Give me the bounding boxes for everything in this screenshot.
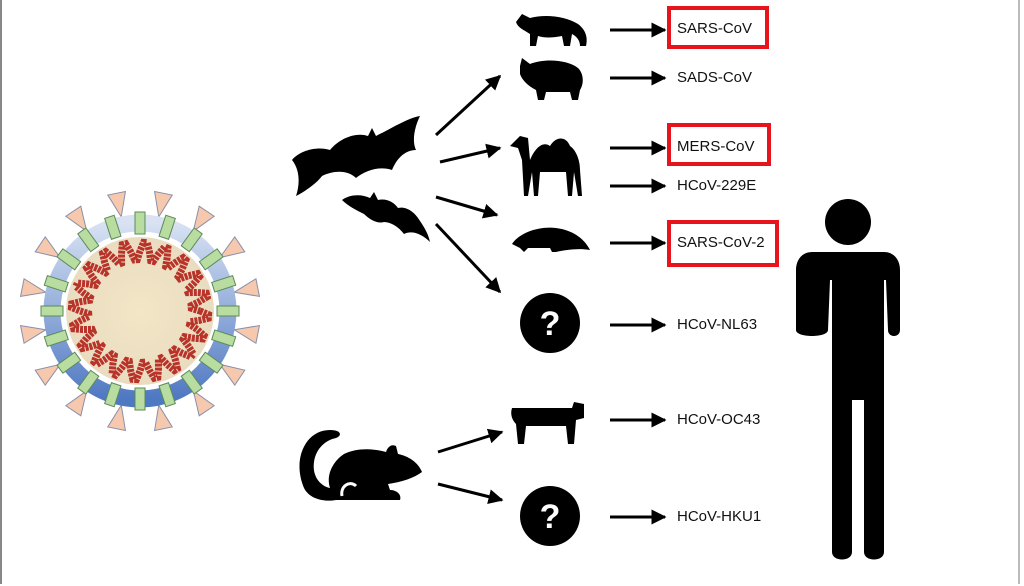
virus-label-sars-cov: SARS-CoV [677, 20, 753, 37]
membrane-protein [216, 305, 240, 317]
membrane-protein [211, 329, 237, 347]
membrane-protein [198, 248, 224, 271]
highlight-box-sars-cov [667, 6, 769, 49]
rna-strand [67, 238, 213, 384]
spike-protein [64, 389, 88, 417]
spike-protein [232, 324, 261, 345]
membrane-protein [198, 351, 224, 374]
question-icon: ? [520, 293, 580, 353]
membrane-protein [134, 211, 146, 235]
membrane-protein [158, 382, 176, 408]
virus-label-sads-cov: SADS-CoV [677, 69, 753, 86]
spike-protein [34, 363, 62, 387]
human-icon [796, 199, 900, 560]
bat-icon [292, 116, 420, 196]
spike-protein [218, 363, 246, 387]
membrane-protein [56, 351, 82, 374]
virus-label-hcov-nl63: HCoV-NL63 [677, 316, 758, 333]
membrane-protein [56, 248, 82, 271]
virus-label-sars-cov-2: SARS-CoV-2 [677, 234, 765, 251]
reservoir-arrows [434, 74, 504, 505]
membrane-protein [43, 275, 69, 293]
membrane-protein [104, 214, 122, 240]
membrane-protein [134, 387, 146, 411]
membrane-protein [77, 369, 100, 395]
virus-label-hcov-hku1: HCoV-HKU1 [677, 508, 762, 525]
spike-protein [192, 389, 216, 417]
membrane-protein [43, 329, 69, 347]
spike-protein [19, 324, 48, 345]
membrane-protein [211, 275, 237, 293]
spike-protein [153, 403, 174, 432]
membrane-protein [180, 227, 203, 253]
cow-icon [511, 402, 584, 444]
virus-label-mers-cov: MERS-CoV [677, 138, 755, 155]
membrane-protein [77, 227, 100, 253]
membrane-protein [104, 382, 122, 408]
membrane-protein [158, 214, 176, 240]
highlight-box-sars-cov-2 [667, 220, 779, 267]
highlight-box-mers-cov [667, 123, 771, 166]
spike-protein [34, 235, 62, 259]
virus-label-hcov-229e: HCoV-229E [677, 177, 757, 194]
svg-text:?: ? [540, 305, 561, 343]
pangolin-icon [512, 227, 590, 252]
spike-protein [218, 235, 246, 259]
spike-protein [106, 403, 127, 432]
spike-protein [153, 190, 174, 219]
virus-label-hcov-oc43: HCoV-OC43 [677, 411, 761, 428]
coronavirus-icon [19, 190, 261, 432]
camel-icon [510, 136, 582, 196]
spike-protein [232, 277, 261, 298]
civet-icon [516, 14, 587, 46]
membrane-protein [40, 305, 64, 317]
host-arrows [610, 22, 667, 525]
question-icon: ? [520, 486, 580, 546]
membrane-protein [180, 369, 203, 395]
svg-text:?: ? [540, 498, 561, 536]
spike-protein [192, 205, 216, 233]
spike-protein [64, 205, 88, 233]
bat-icon [342, 192, 430, 242]
spike-protein [19, 277, 48, 298]
rat-icon [299, 430, 422, 501]
spike-protein [106, 190, 127, 219]
pig-icon [520, 58, 583, 100]
